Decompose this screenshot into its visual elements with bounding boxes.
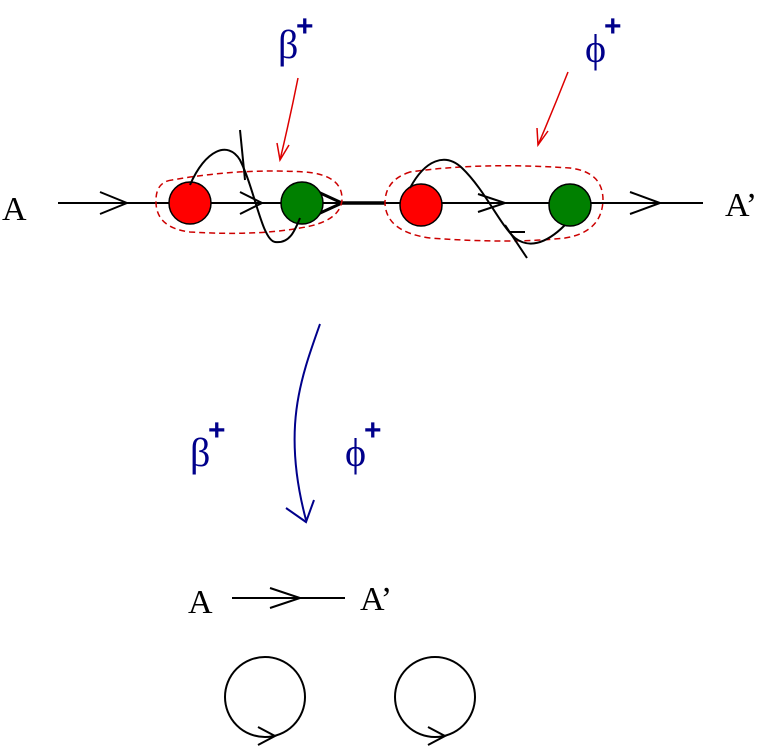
phi-op-symbol: ϕ [585, 26, 606, 71]
top-line-group [58, 190, 703, 216]
pointer-phi-line [537, 71, 569, 146]
loop-left [224, 656, 306, 738]
red-dot-1 [168, 181, 212, 225]
transition-phi-symbol: ϕ [345, 430, 366, 475]
transition-phi-sup: + [364, 414, 382, 447]
twist-strand-2 [409, 158, 566, 245]
transition-beta-sup: + [208, 414, 226, 447]
top-start-label: A [2, 191, 27, 228]
twist-strand-1 [189, 148, 301, 244]
twist-strand-1-tail [239, 129, 246, 181]
top-end-label: A’ [725, 187, 757, 224]
pointer-beta-head [276, 142, 290, 163]
bottom-arrowhead [269, 587, 304, 609]
pointer-beta-line [279, 77, 299, 161]
loop-right-arrow [427, 726, 448, 746]
pointer-phi-head [536, 127, 549, 148]
beta-op-symbol: β [278, 22, 298, 67]
dashed-outline-beta [155, 170, 343, 235]
loop-right [394, 656, 476, 738]
bottom-end-label: A’ [360, 581, 392, 618]
twist-strand-2-tail [504, 224, 528, 259]
transition-arrow-line [293, 323, 321, 521]
bottom-start-label: A [188, 584, 213, 621]
arrowhead-top-4 [477, 193, 509, 213]
transition-beta-symbol: β [190, 430, 210, 475]
transition-arrow-head [285, 499, 315, 524]
beta-op-sup: + [296, 10, 314, 43]
arrowhead-top-5 [629, 191, 663, 215]
arrowhead-top-2 [239, 191, 265, 215]
phi-op-sup: + [604, 10, 622, 43]
red-dot-2 [399, 183, 443, 227]
arrowhead-top-1 [99, 191, 130, 215]
green-dot-2 [548, 183, 592, 227]
dashed-outline-phi [384, 165, 604, 242]
loop-left-arrow [257, 726, 278, 746]
green-dot-1 [280, 181, 324, 225]
